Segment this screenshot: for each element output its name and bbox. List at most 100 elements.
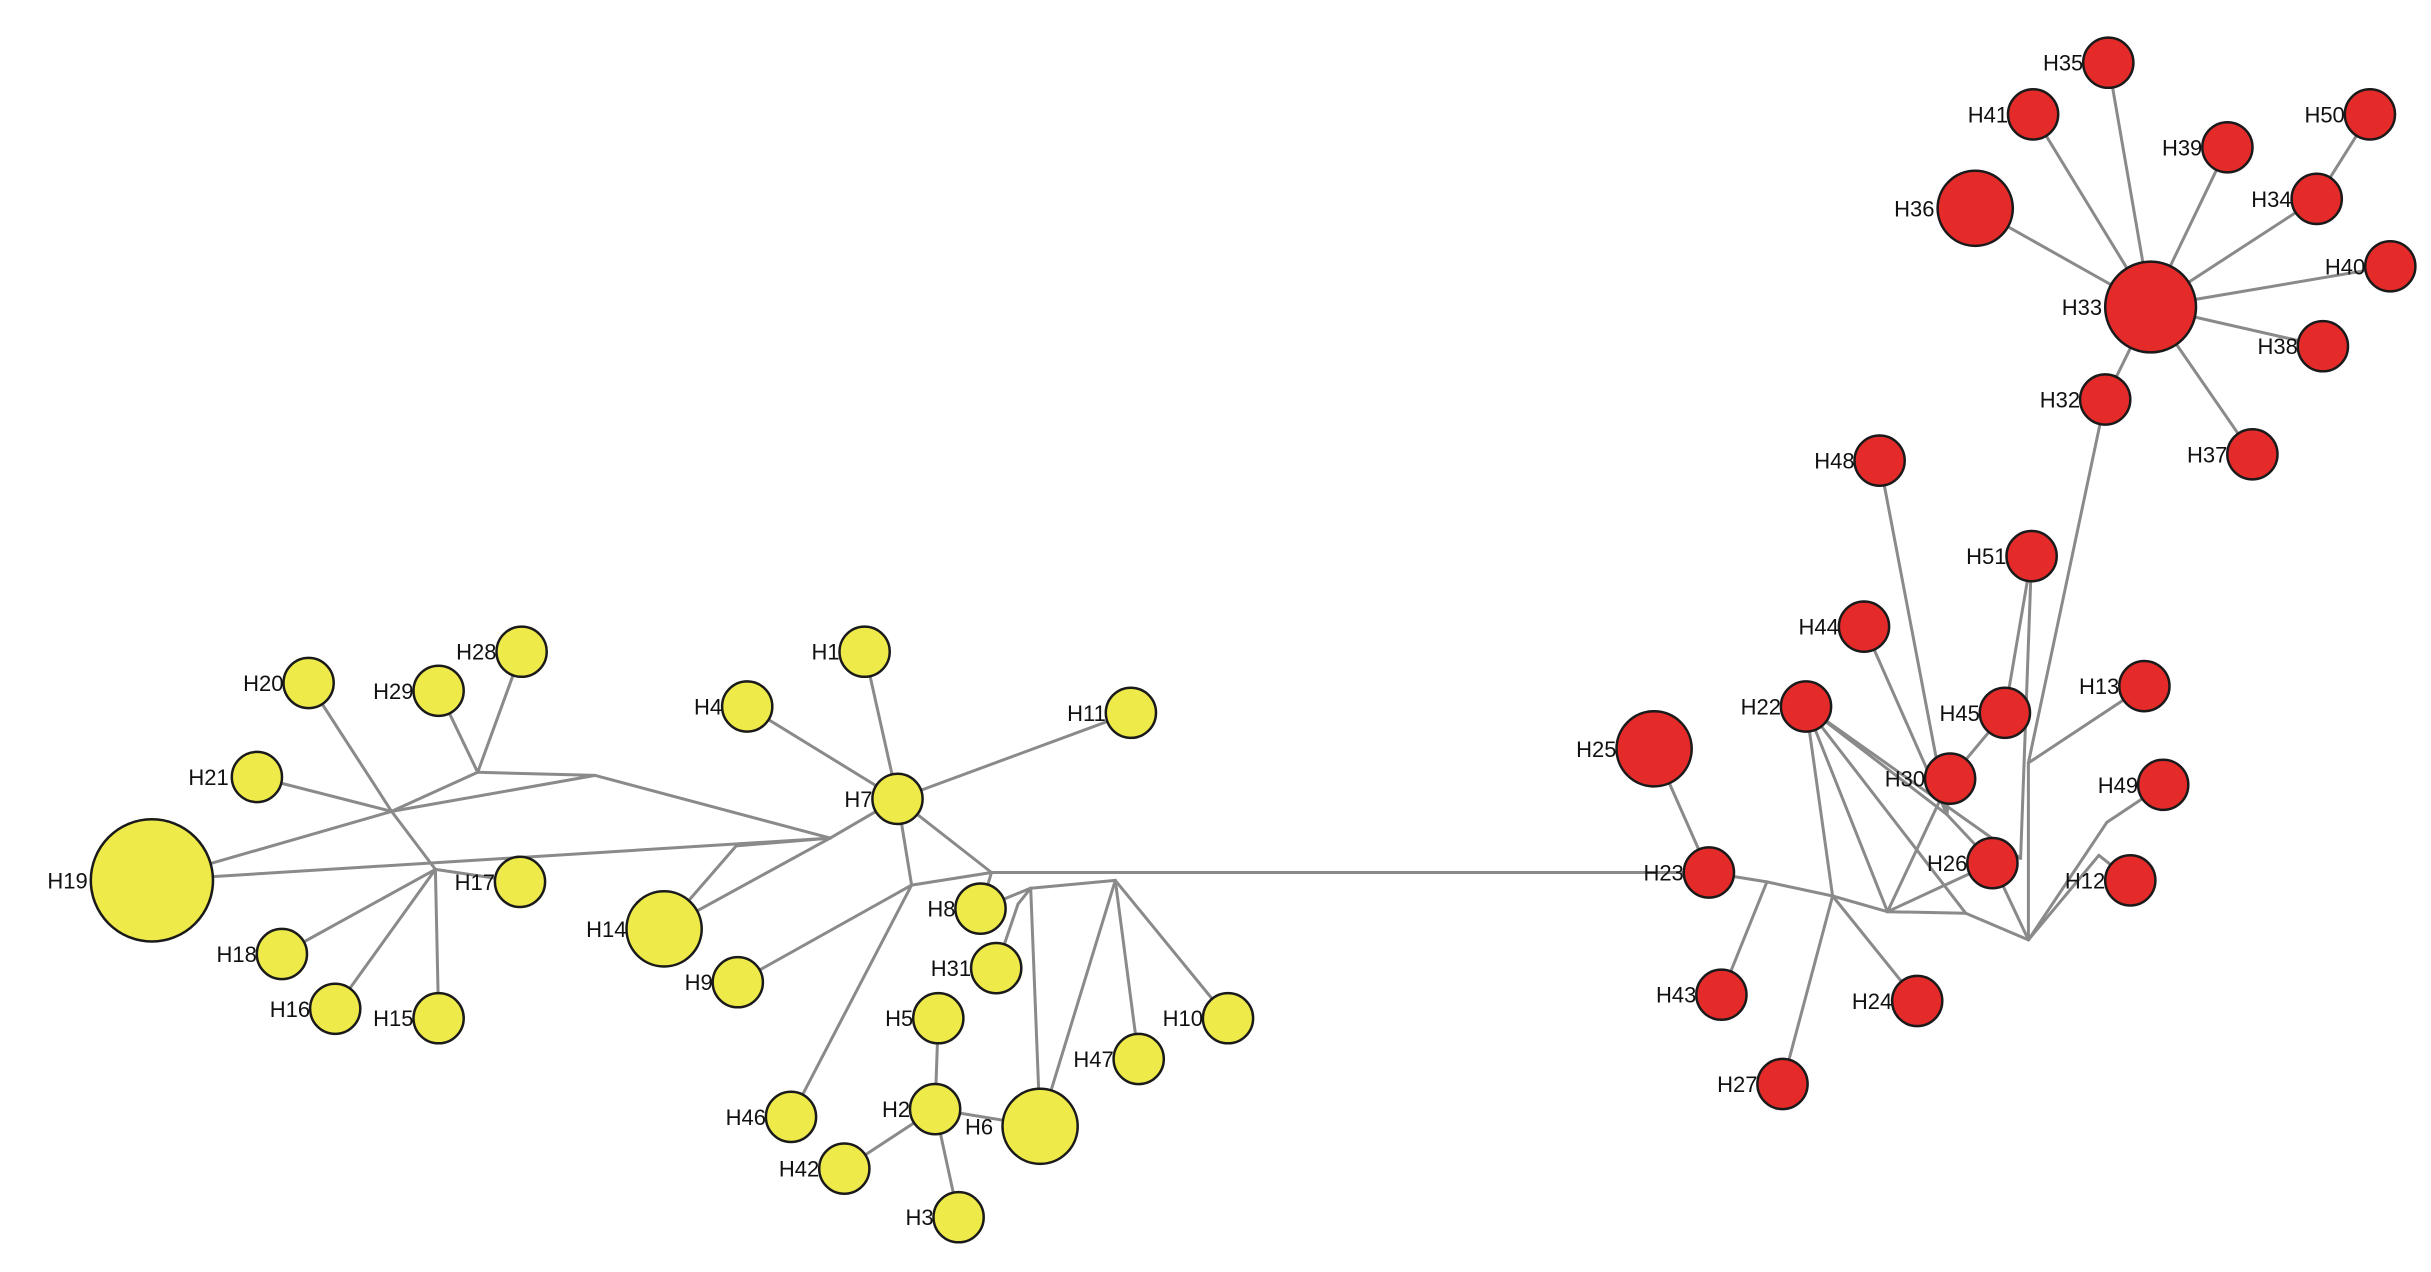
node-h51[interactable] — [2005, 529, 2058, 583]
node-h17[interactable] — [493, 855, 547, 909]
node-h24[interactable] — [1890, 974, 1944, 1028]
network-labels: H1H2H3H4H5H6H7H8H9H10H11H14H15H16H17H18H… — [47, 51, 2365, 1230]
node-h21[interactable] — [230, 750, 284, 804]
node-h34[interactable] — [2290, 172, 2344, 226]
node-h9[interactable] — [711, 955, 765, 1009]
edge-f-e — [734, 836, 832, 848]
node-h39[interactable] — [2201, 120, 2254, 174]
node-label-h11: H11 — [1067, 701, 1106, 726]
edge-H11-H7 — [896, 711, 1133, 801]
node-label-h42: H42 — [779, 1157, 819, 1182]
node-h47[interactable] — [1112, 1032, 1166, 1086]
node-label-h13: H13 — [2079, 674, 2119, 699]
edge-j-H47 — [1113, 878, 1141, 1061]
edge-a-c — [390, 770, 480, 813]
node-h6[interactable] — [1001, 1087, 1079, 1166]
node-h12[interactable] — [2103, 854, 2157, 907]
node-h50[interactable] — [2343, 88, 2397, 141]
node-h33[interactable] — [2103, 260, 2198, 354]
node-label-h35: H35 — [2043, 51, 2083, 76]
edge-m-n — [1765, 880, 1835, 898]
node-label-h12: H12 — [2065, 868, 2105, 893]
node-h29[interactable] — [412, 664, 465, 718]
node-h7[interactable] — [871, 772, 924, 826]
node-h46[interactable] — [764, 1090, 818, 1144]
node-h32[interactable] — [2078, 373, 2132, 426]
edge-c-b — [476, 770, 597, 777]
edge-n-s — [1831, 894, 1889, 914]
node-label-h43: H43 — [1656, 983, 1696, 1008]
node-h16[interactable] — [308, 982, 362, 1036]
node-label-h46: H46 — [726, 1105, 766, 1130]
node-label-h39: H39 — [2162, 135, 2202, 160]
node-label-h20: H20 — [243, 671, 283, 696]
edge-H4-H7 — [745, 705, 899, 801]
node-h43[interactable] — [1695, 968, 1748, 1022]
node-h48[interactable] — [1853, 434, 1906, 487]
node-label-h25: H25 — [1576, 737, 1616, 762]
node-label-h10: H10 — [1163, 1006, 1203, 1031]
node-h28[interactable] — [495, 625, 548, 679]
edge-l-H6 — [1029, 886, 1042, 1128]
node-h41[interactable] — [2006, 88, 2060, 141]
edge-H46-g — [789, 883, 914, 1119]
node-h31[interactable] — [969, 941, 1023, 995]
node-label-h30: H30 — [1885, 767, 1925, 792]
node-label-h36: H36 — [1894, 196, 1934, 221]
node-label-h9: H9 — [685, 970, 713, 995]
node-h2[interactable] — [908, 1082, 962, 1136]
node-h4[interactable] — [720, 680, 774, 733]
node-h18[interactable] — [255, 927, 309, 981]
edge-d-H18 — [280, 867, 437, 956]
node-h14[interactable] — [625, 890, 703, 968]
edge-l-j — [1029, 878, 1117, 890]
node-label-h17: H17 — [455, 870, 495, 895]
node-label-h31: H31 — [931, 956, 971, 981]
node-h10[interactable] — [1201, 991, 1255, 1045]
node-h44[interactable] — [1837, 600, 1891, 653]
edge-p-H48 — [1878, 459, 1949, 817]
edge-H9-g — [736, 883, 914, 984]
node-label-h16: H16 — [270, 997, 310, 1022]
node-h36[interactable] — [1936, 169, 2015, 248]
node-h11[interactable] — [1104, 686, 1158, 740]
node-h40[interactable] — [2363, 239, 2417, 293]
node-label-h50: H50 — [2304, 102, 2344, 127]
node-h25[interactable] — [1615, 709, 1693, 788]
node-h22[interactable] — [1779, 680, 1833, 733]
edge-g-h — [910, 871, 993, 887]
node-label-h21: H21 — [188, 765, 228, 790]
node-h23[interactable] — [1682, 846, 1736, 899]
edge-r-o — [1964, 911, 2030, 942]
node-h27[interactable] — [1756, 1057, 1809, 1111]
node-h26[interactable] — [1966, 836, 2019, 890]
node-h37[interactable] — [2226, 427, 2279, 481]
node-h19[interactable] — [89, 818, 215, 943]
node-label-h37: H37 — [2187, 442, 2227, 467]
node-h49[interactable] — [2136, 758, 2190, 812]
node-label-h41: H41 — [1968, 102, 2008, 127]
node-label-h44: H44 — [1799, 615, 1839, 640]
node-label-h32: H32 — [2040, 388, 2080, 413]
node-h13[interactable] — [2118, 659, 2171, 713]
node-h1[interactable] — [838, 625, 891, 679]
node-h45[interactable] — [1978, 686, 2032, 740]
node-label-h8: H8 — [927, 897, 955, 922]
node-label-h45: H45 — [1940, 701, 1980, 726]
node-h38[interactable] — [2296, 319, 2350, 373]
node-h30[interactable] — [1923, 752, 1977, 805]
edge-s-r — [1886, 910, 1968, 915]
node-h8[interactable] — [954, 882, 1007, 935]
edge-q-H32 — [2026, 398, 2107, 765]
edge-n-H27 — [1781, 894, 1835, 1086]
node-h35[interactable] — [2081, 36, 2135, 90]
node-h5[interactable] — [911, 991, 965, 1045]
node-h20[interactable] — [282, 656, 335, 710]
node-label-h2: H2 — [882, 1097, 910, 1122]
edge-n-H22 — [1804, 705, 1835, 898]
node-h3[interactable] — [932, 1190, 985, 1244]
node-h42[interactable] — [817, 1142, 871, 1195]
node-label-h27: H27 — [1717, 1072, 1757, 1097]
edge-o-u — [2026, 820, 2109, 942]
node-h15[interactable] — [412, 991, 465, 1045]
